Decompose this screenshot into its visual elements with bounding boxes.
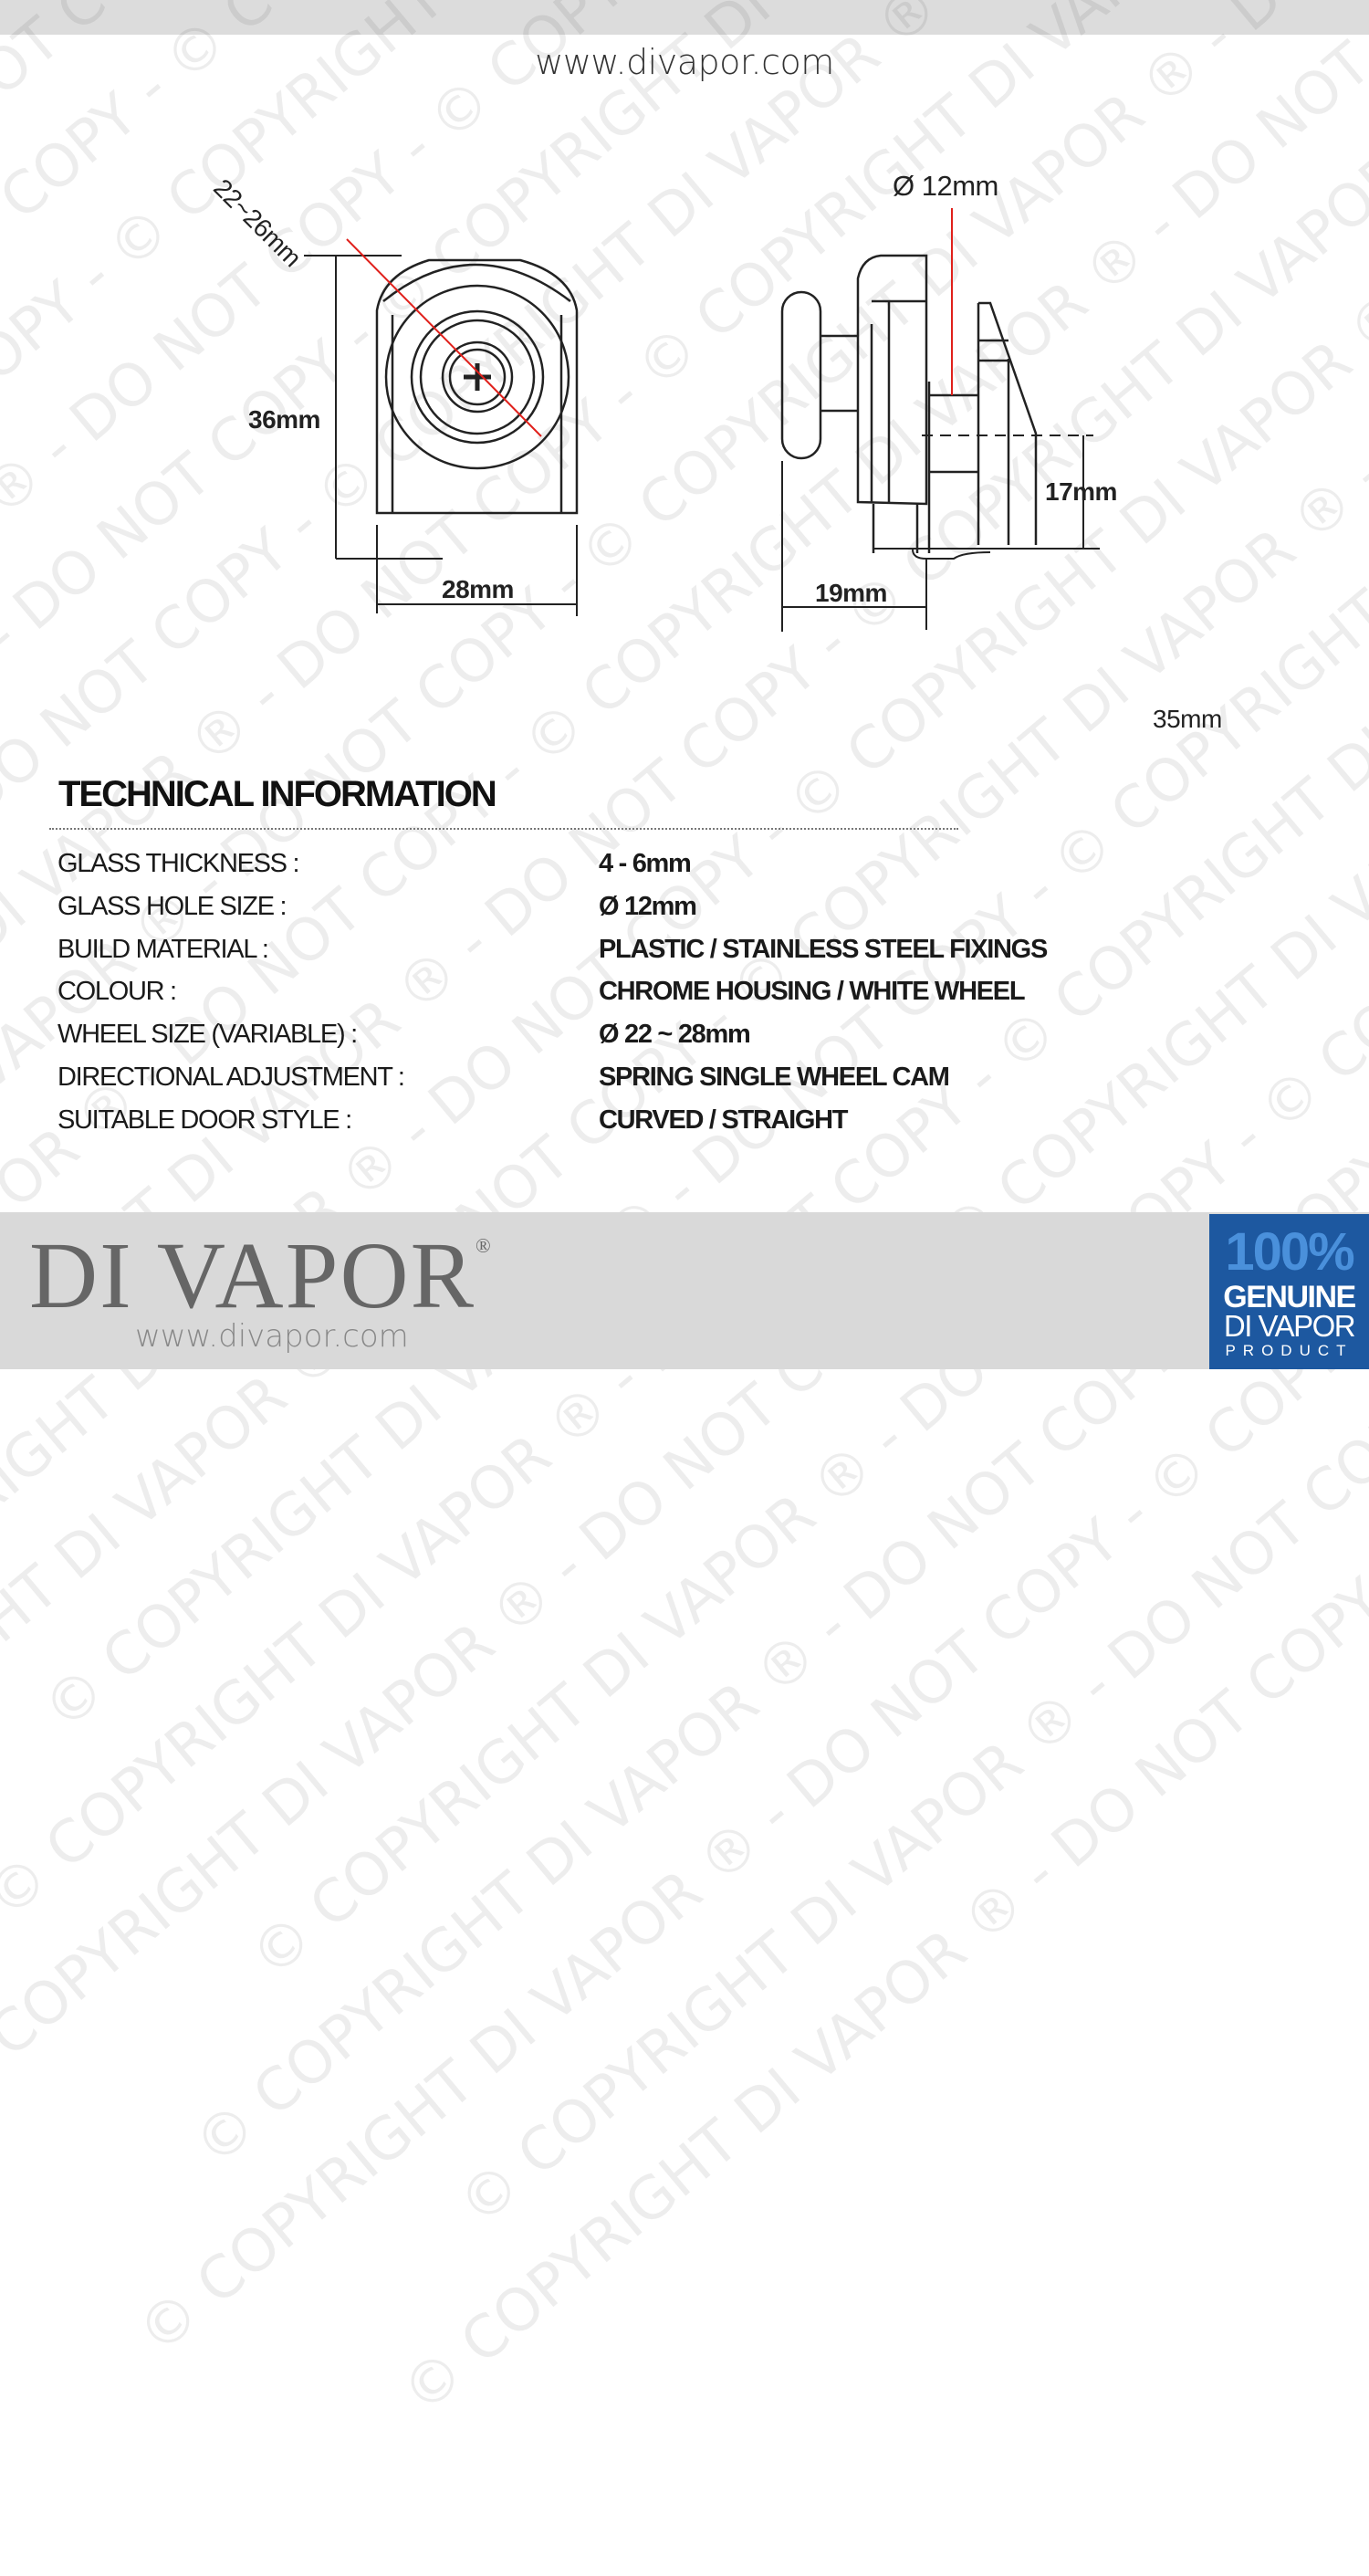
brand-logo: DI VAPOR® xyxy=(29,1221,493,1330)
row-label: GLASS HOLE SIZE : xyxy=(57,891,287,921)
row-value: 4 - 6mm xyxy=(599,849,692,878)
badge-brand: DI VAPOR xyxy=(1223,1309,1356,1343)
technical-title: TECHNICAL INFORMATION xyxy=(58,774,497,814)
offset-dimension: 17mm xyxy=(1045,477,1117,506)
row-value: Ø 22 ~ 28mm xyxy=(599,1020,751,1050)
footer-url: www.divapor.com xyxy=(135,1318,409,1355)
row-label: WHEEL SIZE (VARIABLE) : xyxy=(57,1020,358,1050)
divider xyxy=(49,828,958,830)
front-height-dimension: 36mm xyxy=(248,405,320,434)
registered-mark: ® xyxy=(475,1234,493,1257)
table-row: WHEEL SIZE (VARIABLE) : Ø 22 ~ 28mm xyxy=(0,1020,1369,1056)
badge-product: PRODUCT xyxy=(1225,1342,1353,1359)
side-view xyxy=(780,208,1100,632)
product-drawing xyxy=(304,208,1100,632)
table-row: COLOUR : CHROME HOUSING / WHITE WHEEL xyxy=(0,977,1369,1013)
table-row: SUITABLE DOOR STYLE : CURVED / STRAIGHT xyxy=(0,1105,1369,1142)
row-label: DIRECTIONAL ADJUSTMENT : xyxy=(57,1063,405,1092)
row-value: CURVED / STRAIGHT xyxy=(599,1105,849,1135)
table-row: GLASS HOLE SIZE : Ø 12mm xyxy=(0,892,1369,928)
badge-percent: 100% xyxy=(1225,1222,1354,1282)
row-value: Ø 12mm xyxy=(599,891,697,921)
top-bar xyxy=(0,0,1369,35)
badge-genuine: GENUINE xyxy=(1223,1280,1356,1314)
row-label: BUILD MATERIAL : xyxy=(57,934,269,964)
depth-dimension: 19mm xyxy=(815,579,887,607)
row-value: SPRING SINGLE WHEEL CAM xyxy=(599,1063,950,1092)
row-value: CHROME HOUSING / WHITE WHEEL xyxy=(599,977,1026,1007)
row-label: SUITABLE DOOR STYLE : xyxy=(57,1105,352,1135)
table-row: BUILD MATERIAL : PLASTIC / STAINLESS STEE… xyxy=(0,935,1369,971)
row-label: GLASS THICKNESS : xyxy=(57,849,300,878)
logo-text: DI VAPOR xyxy=(29,1223,475,1328)
hole-dimension: Ø 12mm xyxy=(893,170,998,202)
genuine-badge: 100% GENUINE DI VAPOR PRODUCT xyxy=(1209,1214,1369,1369)
table-row: DIRECTIONAL ADJUSTMENT : SPRING SINGLE WH… xyxy=(0,1063,1369,1099)
front-view xyxy=(304,238,579,616)
row-value: PLASTIC / STAINLESS STEEL FIXINGS xyxy=(599,934,1048,964)
extra-dimension: 35mm xyxy=(1153,705,1222,733)
table-row: GLASS THICKNESS : 4 - 6mm xyxy=(0,849,1369,885)
header-url: www.divapor.com xyxy=(535,42,834,82)
footer-band xyxy=(0,1212,1369,1369)
front-width-dimension: 28mm xyxy=(442,575,514,603)
row-label: COLOUR : xyxy=(57,977,177,1007)
